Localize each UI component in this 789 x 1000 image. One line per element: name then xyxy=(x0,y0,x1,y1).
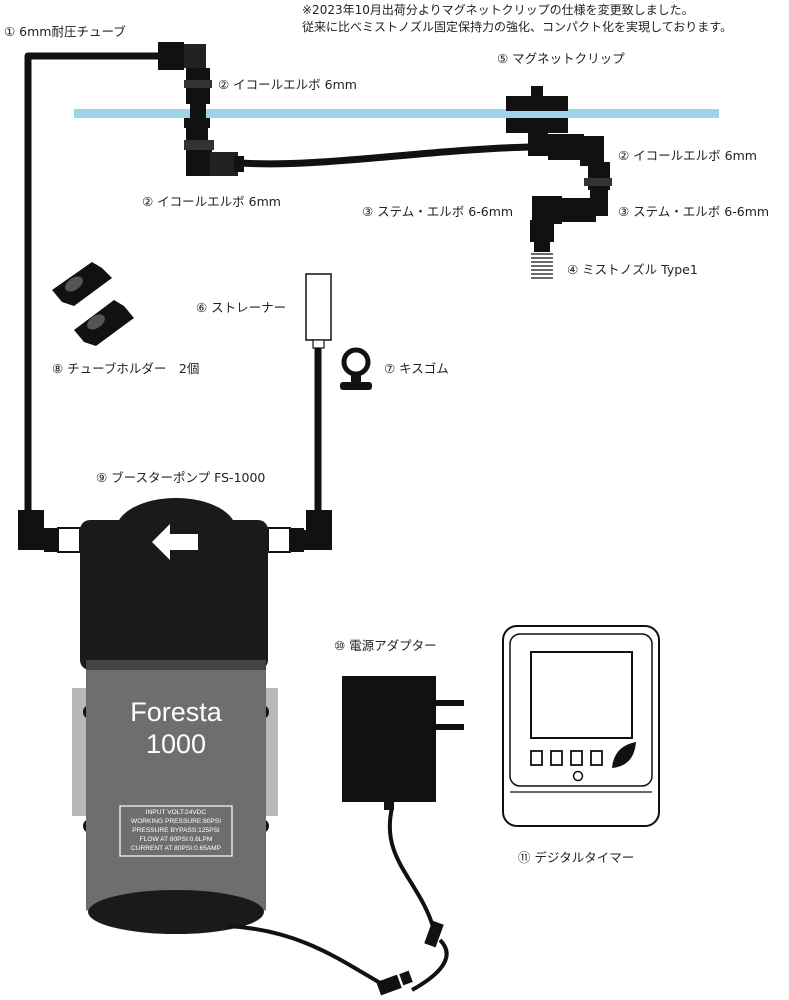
notice-line-2: 従来に比べミストノズル固定保持力の強化、コンパクト化を実現しております。 xyxy=(302,20,733,34)
mounting-rail xyxy=(74,109,719,118)
mist-nozzle-graphic xyxy=(531,253,553,279)
pump-brand: Foresta xyxy=(130,697,222,727)
suction-cup-graphic xyxy=(340,347,372,390)
spec-line: WORKING PRESSURE:80PSI xyxy=(130,818,222,825)
label-tube-holder: ⑧ チューブホルダー 2個 xyxy=(52,361,200,376)
label-power-adapter: ⑩ 電源アダプター xyxy=(334,638,437,653)
pump-model: 1000 xyxy=(145,729,207,759)
tube-holder-graphic xyxy=(52,262,134,346)
label-stem-elbow-left: ③ ステム・エルボ 6-6mm xyxy=(362,204,514,219)
label-strainer: ⑥ ストレーナー xyxy=(196,300,287,315)
label-digital-timer: ⑪ デジタルタイマー xyxy=(518,850,635,865)
label-magnet-clip: ⑤ マグネットクリップ xyxy=(497,51,625,66)
spec-line: CURRENT AT 80PSI:0.65AMP xyxy=(130,845,222,852)
spec-line: FLOW AT 80PSI:0.6LPM xyxy=(139,836,213,843)
equal-elbow-lower-graphic xyxy=(184,126,244,176)
spec-line: PRESSURE BYPASS:125PSI xyxy=(132,827,220,834)
label-suction-cup: ⑦ キスゴム xyxy=(384,361,449,376)
equal-elbow-top-graphic xyxy=(158,42,212,128)
strainer-graphic xyxy=(305,273,332,349)
label-elbow-right: ② イコールエルボ 6mm xyxy=(618,148,757,163)
booster-pump-graphic xyxy=(72,498,278,934)
pump-spec-plate: INPUT VOLT:24VDC WORKING PRESSURE:80PSI … xyxy=(121,808,231,853)
label-mist-nozzle: ④ ミストノズル Type1 xyxy=(567,262,698,277)
pump-cable xyxy=(227,807,449,992)
label-elbow-lower: ② イコールエルボ 6mm xyxy=(142,194,281,209)
notice-line-1: ※2023年10月出荷分よりマグネットクリップの仕様を変更致しました。 xyxy=(302,3,694,17)
magnet-clip-graphic xyxy=(506,86,568,156)
label-tube: ① 6mm耐圧チューブ xyxy=(4,24,126,39)
label-stem-elbow-right: ③ ステム・エルボ 6-6mm xyxy=(618,204,770,219)
cable-connectors xyxy=(376,920,444,996)
pressure-tube xyxy=(24,52,531,520)
spec-line: INPUT VOLT:24VDC xyxy=(145,809,207,816)
right-fittings-graphic xyxy=(530,134,612,252)
digital-timer-graphic xyxy=(502,625,660,827)
power-adapter-graphic xyxy=(342,676,464,810)
label-elbow-top: ② イコールエルボ 6mm xyxy=(218,77,357,92)
label-booster-pump: ⑨ ブースターポンプ FS-1000 xyxy=(96,470,266,485)
